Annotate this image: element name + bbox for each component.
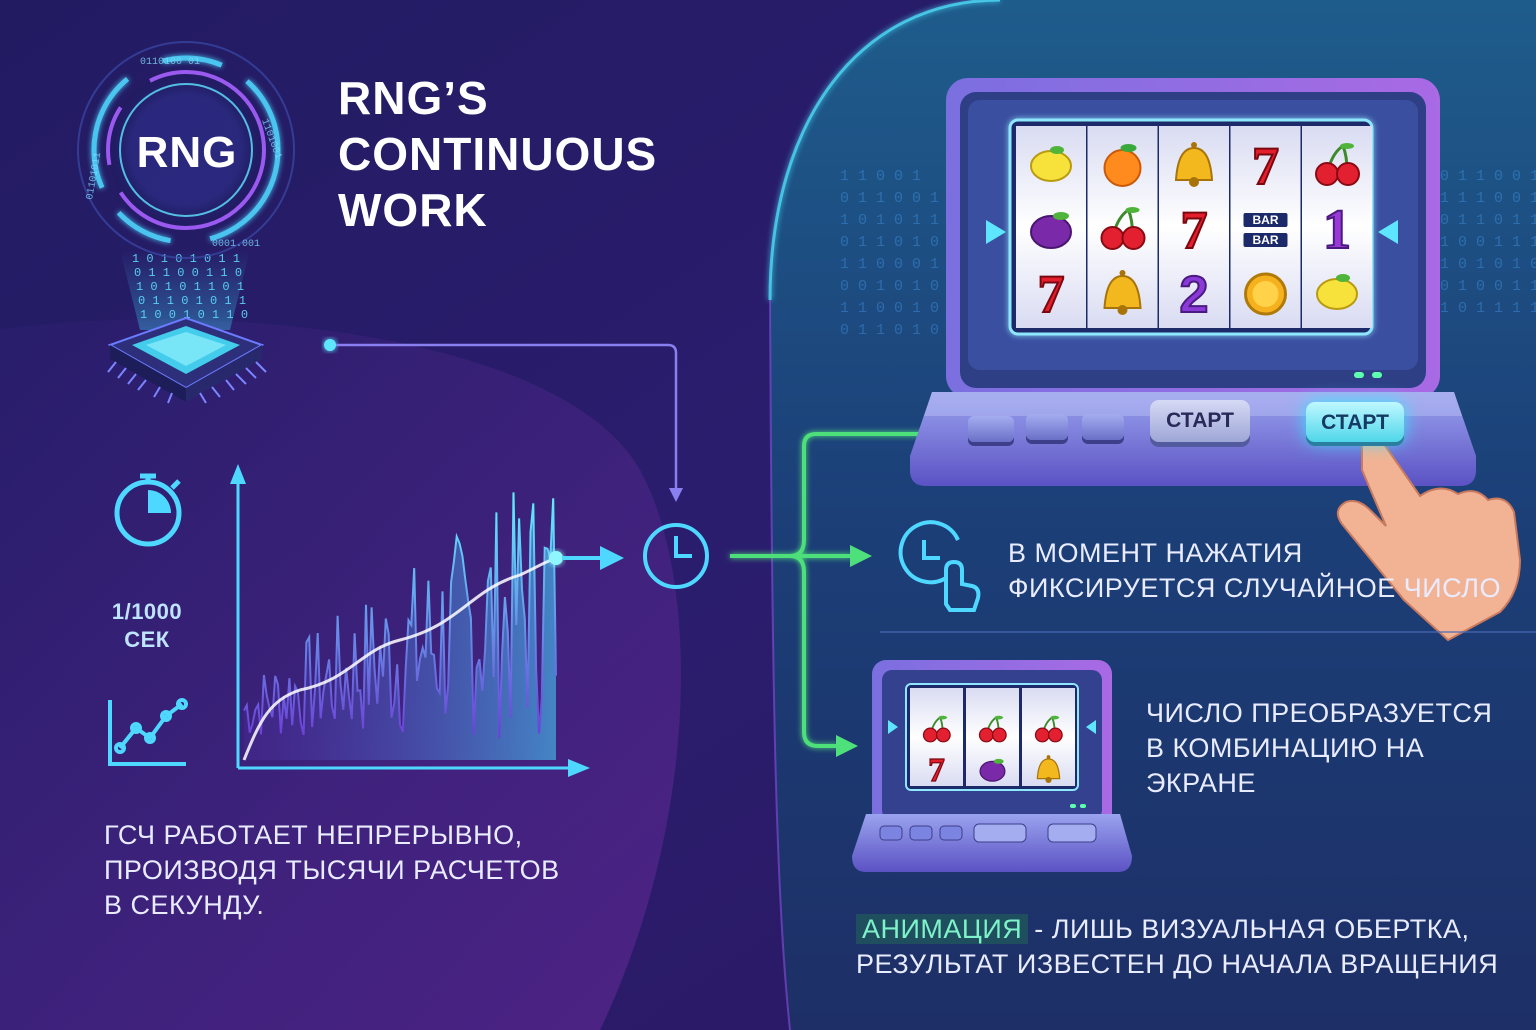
press-caption-line-1: В МОМЕНТ НАЖАТИЯ <box>1008 538 1303 568</box>
convert-caption-line-3: ЭКРАНЕ <box>1146 768 1256 798</box>
svg-text:BAR: BAR <box>1253 233 1279 247</box>
svg-text:0001.001: 0001.001 <box>212 239 260 250</box>
rng-badge: RNG <box>136 128 238 177</box>
seven-symbol: 7 <box>928 752 946 790</box>
lemon-symbol <box>1030 146 1072 182</box>
growth-chart-icon <box>108 698 188 766</box>
cherry-symbol <box>1315 143 1360 186</box>
svg-text:0 1 0 0 1 1: 0 1 0 0 1 1 <box>1440 278 1536 295</box>
small-slot-machine: 7 <box>852 660 1132 872</box>
rate-value: 1/1000 <box>111 599 183 624</box>
rng-caption-line-1: ГСЧ РАБОТАЕТ НЕПРЕРЫВНО, <box>104 820 523 850</box>
two-symbol: 2 <box>1179 265 1210 325</box>
one-symbol: 1 <box>1322 198 1352 262</box>
svg-text:0 1 1 0 0 1: 0 1 1 0 0 1 <box>1440 168 1536 185</box>
animation-caption-rest: - ЛИШЬ ВИЗУАЛЬНАЯ ОБЕРТКА, <box>1034 914 1470 944</box>
svg-text:0 1 1 0 0 1 1 0: 0 1 1 0 0 1 1 0 <box>134 266 242 280</box>
svg-text:7: 7 <box>928 752 945 789</box>
seven-symbol: 7 <box>1180 199 1209 261</box>
svg-text:0 1 1 0 0 1 1: 0 1 1 0 0 1 1 <box>840 190 957 207</box>
svg-text:0 1 1 0 1 0 1: 0 1 1 0 1 0 1 <box>840 322 957 339</box>
svg-text:1 1 0 0 1 0 1 1: 1 1 0 0 1 0 1 1 <box>840 300 975 317</box>
hand-pointer-icon <box>1336 437 1522 642</box>
seven-symbol: 7 <box>1037 263 1066 325</box>
convert-caption-line-1: ЧИСЛО ПРЕОБРАЗУЕТСЯ <box>1146 698 1493 728</box>
cherry-symbol <box>922 715 951 743</box>
bell-symbol <box>1174 142 1214 187</box>
rng-caption: ГСЧ РАБОТАЕТ НЕПРЕРЫВНО, ПРОИЗВОДЯ ТЫСЯЧ… <box>104 818 560 923</box>
flow-arrows <box>324 339 683 570</box>
cherry-symbol <box>978 715 1007 743</box>
svg-text:1 1 0 0 1: 1 1 0 0 1 <box>840 168 921 185</box>
svg-text:0110100 01: 0110100 01 <box>140 57 200 68</box>
start-button[interactable]: СТАРТ <box>1150 400 1250 442</box>
machine-button-1[interactable] <box>968 416 1014 442</box>
bar-symbol: BAR BAR <box>1243 213 1288 247</box>
svg-text:7: 7 <box>1252 136 1279 196</box>
rate-unit: СЕК <box>124 627 170 652</box>
machine-button-3[interactable] <box>1082 414 1124 440</box>
start-button-active[interactable]: СТАРТ <box>1306 402 1404 442</box>
clock-touch-icon <box>898 520 981 612</box>
svg-text:2: 2 <box>1180 266 1209 324</box>
seven-symbol: 7 <box>1251 135 1280 197</box>
plum-symbol <box>1030 212 1072 249</box>
cherry-symbol <box>1034 715 1063 743</box>
svg-text:0 1 1 0 1 0 1 1: 0 1 1 0 1 0 1 1 <box>840 234 975 251</box>
orange-symbol <box>1103 144 1142 187</box>
svg-text:1 0 1 1 1 1: 1 0 1 1 1 1 <box>1440 300 1536 317</box>
svg-text:1 0 0 1 0 1 1 0: 1 0 0 1 0 1 1 0 <box>140 308 248 322</box>
cherry-symbol <box>1100 207 1146 250</box>
chip-icon: 1 0 1 0 1 0 1 1 0 1 1 0 0 1 1 0 1 0 1 0 … <box>77 41 295 404</box>
title-line-2: CONTINUOUS <box>338 128 658 180</box>
svg-text:1: 1 <box>1323 199 1351 261</box>
clock-icon <box>643 523 709 589</box>
random-number-chart <box>230 464 590 777</box>
bell-symbol <box>1103 270 1142 315</box>
convert-caption-line-2: В КОМБИНАЦИЮ НА <box>1146 733 1425 763</box>
svg-text:0 1 1 0 1 1: 0 1 1 0 1 1 <box>1440 212 1536 229</box>
coin-symbol <box>1244 272 1287 316</box>
animation-highlight: АНИМАЦИЯ <box>856 914 1029 944</box>
page-title: RNG’S CONTINUOUS WORK <box>338 70 657 238</box>
svg-text:0 1 1 0 1 0 1 1: 0 1 1 0 1 0 1 1 <box>138 294 246 308</box>
title-line-3: WORK <box>338 184 488 236</box>
title-line-1: RNG’S <box>338 72 489 124</box>
svg-text:1 0 1 0 1 0: 1 0 1 0 1 0 <box>1440 256 1536 273</box>
rng-caption-line-3: В СЕКУНДУ. <box>104 890 265 920</box>
convert-caption: ЧИСЛО ПРЕОБРАЗУЕТСЯ В КОМБИНАЦИЮ НА ЭКРА… <box>1146 696 1492 801</box>
animation-caption: АНИМАЦИЯ- ЛИШЬ ВИЗУАЛЬНАЯ ОБЕРТКА, РЕЗУЛ… <box>856 912 1498 982</box>
plum-symbol <box>979 758 1006 782</box>
rng-caption-line-2: ПРОИЗВОДЯ ТЫСЯЧИ РАСЧЕТОВ <box>104 855 560 885</box>
rate-label: 1/1000 СЕК <box>92 598 202 654</box>
svg-text:BAR: BAR <box>1253 213 1279 227</box>
press-caption-line-2: ФИКСИРУЕТСЯ СЛУЧАЙНОЕ ЧИСЛО <box>1008 573 1501 603</box>
svg-text:1 0 1 0 1 1 0 1: 1 0 1 0 1 1 0 1 <box>840 212 975 229</box>
animation-caption-line-2: РЕЗУЛЬТАТ ИЗВЕСТЕН ДО НАЧАЛА ВРАЩЕНИЯ <box>856 949 1499 979</box>
svg-text:1 1 1 0 0 1: 1 1 1 0 0 1 <box>1440 190 1536 207</box>
press-caption: В МОМЕНТ НАЖАТИЯ ФИКСИРУЕТСЯ СЛУЧАЙНОЕ Ч… <box>1008 536 1501 606</box>
bell-symbol <box>1036 755 1061 784</box>
svg-text:7: 7 <box>1181 200 1208 260</box>
svg-text:1 0 0 1 1 1: 1 0 0 1 1 1 <box>1440 234 1536 251</box>
branch-arrows <box>730 432 938 748</box>
animation-caption-line-1: АНИМАЦИЯ- ЛИШЬ ВИЗУАЛЬНАЯ ОБЕРТКА, <box>856 912 1498 947</box>
machine-button-2[interactable] <box>1026 414 1068 440</box>
lemon-symbol <box>1316 274 1358 310</box>
svg-text:7: 7 <box>1038 264 1065 324</box>
svg-text:1 0 1 0 1 1 0 1: 1 0 1 0 1 1 0 1 <box>136 280 244 294</box>
stopwatch-icon <box>114 473 182 547</box>
